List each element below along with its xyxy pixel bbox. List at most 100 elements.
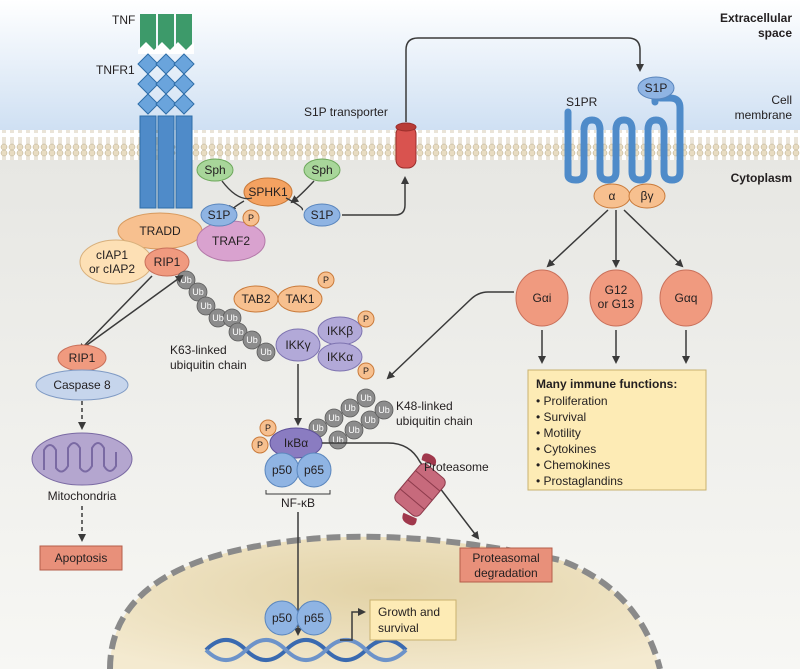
membrane-label: Cell (771, 93, 792, 107)
proteasome (394, 453, 446, 526)
tnf-label: TNF (112, 13, 135, 27)
immune-item: • Chemokines (536, 458, 610, 472)
ub-label: Ub (328, 413, 340, 423)
rip1-to-apoptosis-arrow (78, 275, 153, 352)
sph-left-label: Sph (204, 163, 225, 177)
phospho-ikkb (357, 310, 375, 328)
ub-label: Ub (260, 347, 272, 357)
ub-label: Ub (312, 423, 324, 433)
sph-right-arrow (290, 180, 315, 204)
k48-ub-labels: Ub Ub Ub Ub Ub Ub Ub Ub (312, 393, 390, 445)
s1p-free (303, 203, 341, 227)
proteasomal-label: Proteasomal (472, 551, 539, 565)
immune-item: • Motility (536, 426, 581, 440)
proteasome-label: Proteasome (424, 460, 489, 474)
s1p-export-arrow (405, 37, 644, 122)
tab2-label: TAB2 (241, 292, 270, 306)
g12-label: G12 (605, 283, 628, 297)
traf2-label: TRAF2 (212, 234, 250, 248)
sph-arrow-out (285, 197, 304, 211)
extracellular-label: Extracellular (720, 11, 792, 25)
ub-label: Ub (200, 301, 212, 311)
p50-label: p50 (272, 463, 292, 477)
tak1 (277, 285, 323, 313)
g-beta-gamma (628, 183, 666, 209)
s1pr-label: S1PR (566, 95, 598, 109)
nfkb-label: NF-κB (281, 496, 315, 510)
ub-label: Ub (192, 287, 204, 297)
ikk-alpha-label: IKKα (327, 350, 353, 364)
phospho-sphk-label: P (248, 213, 254, 223)
immune-item: • Prostaglandins (536, 474, 623, 488)
phospho-ikba-1-label: P (265, 423, 271, 433)
k63-label-2: ubiquitin chain (170, 358, 247, 372)
sph-left (196, 158, 234, 182)
nuclear-p50-label: p50 (272, 611, 292, 625)
ikba-label: IκBα (284, 436, 308, 450)
k48-label-2: ubiquitin chain (396, 414, 473, 428)
growth-label: Growth and (378, 605, 440, 619)
arrow-to-gaq (623, 209, 684, 268)
ub-label: Ub (348, 425, 360, 435)
phospho-tak1-label: P (323, 275, 329, 285)
immune-item: • Cytokines (536, 442, 596, 456)
growth-survival-box (369, 599, 457, 641)
ikk-gamma-label: IKKγ (285, 338, 310, 352)
k63-label: K63-linked (170, 343, 227, 357)
tradd-label: TRADD (139, 224, 181, 238)
extracellular-space (0, 0, 800, 130)
immune-title: Many immune functions: (536, 377, 677, 391)
s1p-free-label: S1P (311, 208, 334, 222)
immune-item: • Proliferation (536, 394, 608, 408)
dna-helix (204, 638, 408, 662)
membrane-label-2: membrane (735, 108, 793, 122)
g12-label-2: or G13 (598, 297, 635, 311)
gai-to-k48-arrow (386, 291, 514, 380)
immune-functions-box (527, 369, 707, 491)
ub-label: Ub (180, 275, 192, 285)
tnfr1-receptor (137, 53, 195, 209)
proteasomal-degradation-box (459, 547, 553, 583)
phospho-ikka-label: P (363, 366, 369, 376)
phospho-sphk (242, 209, 260, 227)
cytoplasm-label: Cytoplasm (731, 171, 792, 185)
ciap-label: cIAP1 (96, 248, 128, 262)
sph-right-label: Sph (311, 163, 332, 177)
k48-label: K48-linked (396, 399, 453, 413)
tnf-ligand (138, 14, 194, 54)
ikba-to-proteasome-arrow (322, 442, 480, 540)
s1p-transporter-label: S1P transporter (304, 105, 388, 119)
rip1-apoptosis-label: RIP1 (69, 351, 96, 365)
proteasomal-label-2: degradation (474, 566, 537, 580)
g-alpha-label: α (609, 189, 616, 203)
gaq-label: Gαq (675, 291, 698, 305)
transcription-arrow (340, 608, 366, 641)
s1p-transporter (395, 122, 417, 169)
nfkb-bracket (265, 490, 331, 495)
ub-label: Ub (332, 435, 344, 445)
phospho-ikba-2 (251, 436, 269, 454)
tnfr1-label: TNFR1 (96, 63, 135, 77)
sph-arrow-in (221, 180, 253, 200)
s1p-ext (637, 76, 675, 100)
ub-label: Ub (246, 335, 258, 345)
g-beta-gamma-label: βγ (641, 189, 654, 203)
ub-label: Ub (212, 313, 224, 323)
apoptosis-label: Apoptosis (55, 551, 108, 565)
s1p-to-transporter-arrow (342, 176, 409, 216)
k63-ubiquitin-chain (176, 270, 276, 362)
mitochondria (31, 432, 133, 486)
ub-label: Ub (232, 327, 244, 337)
nuclear-envelope (107, 533, 663, 669)
tak1-label: TAK1 (285, 292, 314, 306)
sph-right (303, 158, 341, 182)
mitochondria-label: Mitochondria (48, 489, 117, 503)
nuclear-p65-label: p65 (304, 611, 324, 625)
rip1-label: RIP1 (154, 255, 181, 269)
rip1-recycle-arrow (79, 274, 184, 351)
k63-ub-labels: Ub Ub Ub Ub Ub Ub Ub Ub (180, 275, 272, 357)
p65-label: p65 (304, 463, 324, 477)
sphk1 (243, 177, 293, 207)
